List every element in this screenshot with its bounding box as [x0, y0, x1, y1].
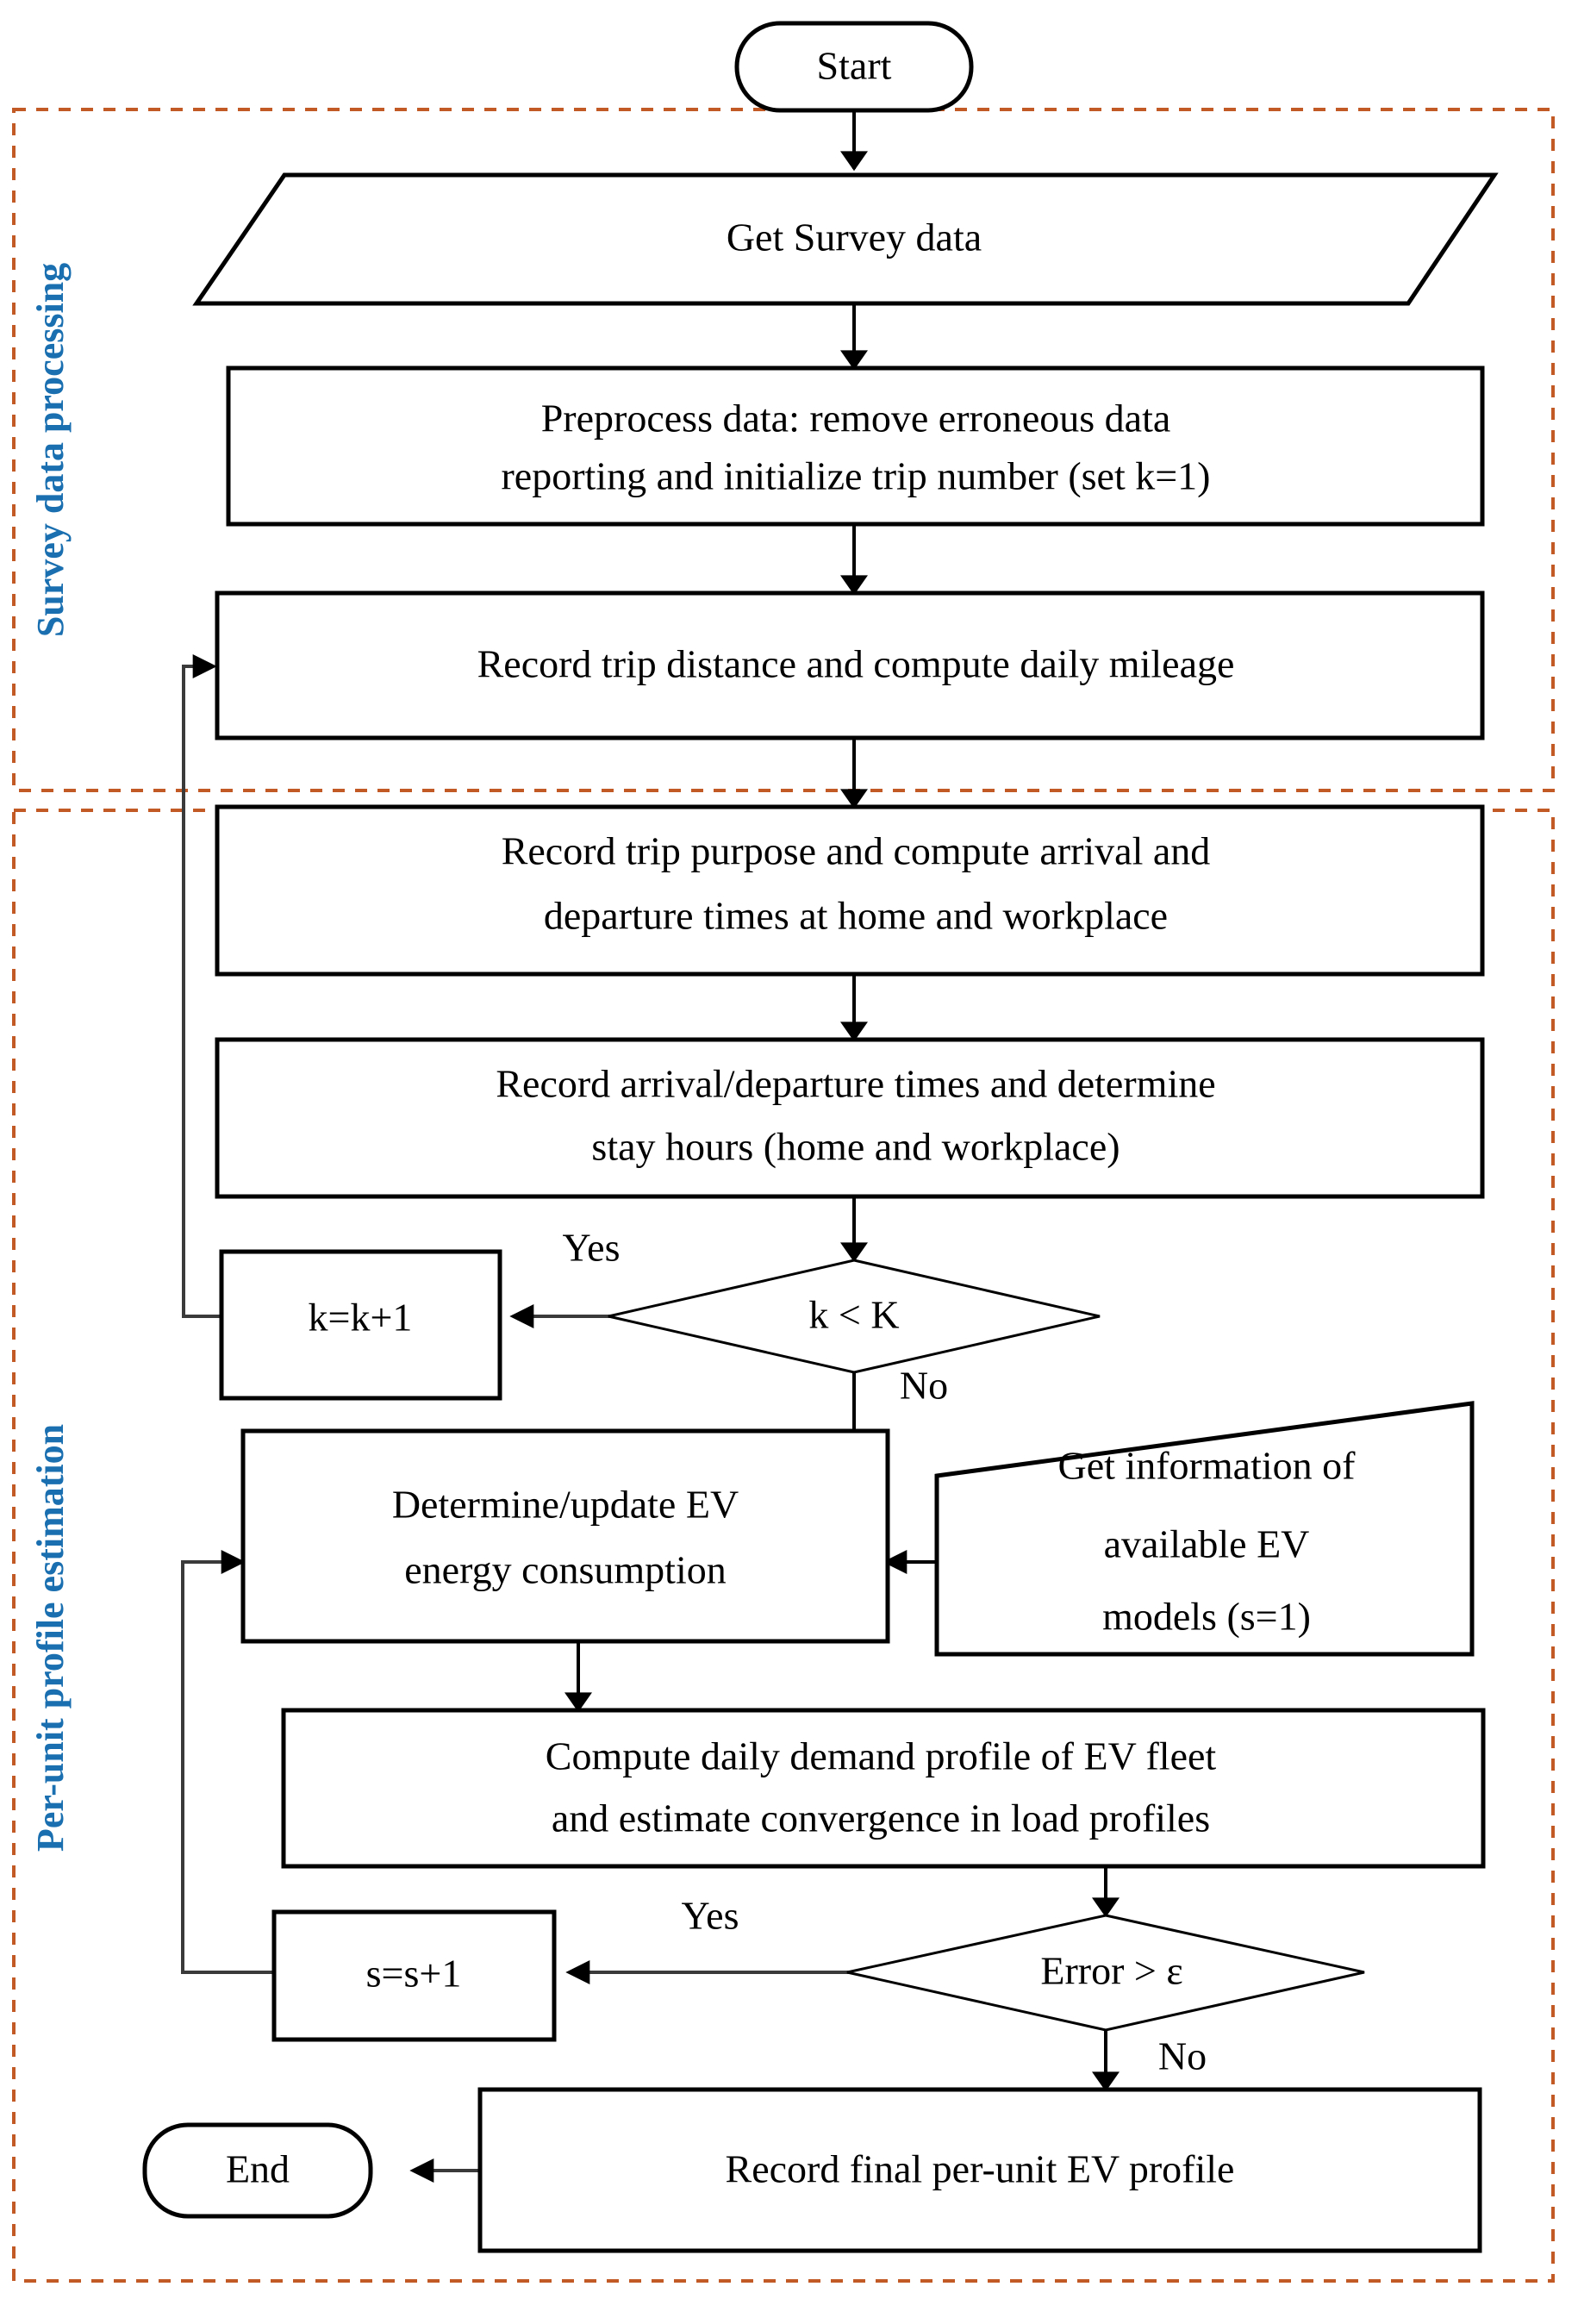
compute-demand-line2: and estimate convergence in load profile…	[552, 1796, 1210, 1840]
record-arrival-line2: stay hours (home and workplace)	[591, 1125, 1120, 1169]
node-k-increment[interactable]: k=k+1	[219, 1249, 502, 1401]
decision-error-diamond-shape	[846, 1914, 1365, 2032]
node-preprocess-data[interactable]: Preprocess data: remove erroneous data r…	[226, 365, 1485, 527]
node-determine-update-ev-energy[interactable]: Determine/update EV energy consumption	[240, 1428, 890, 1644]
s-increment-label: s=s+1	[366, 1952, 462, 1996]
node-record-trip-purpose[interactable]: Record trip purpose and compute arrival …	[215, 804, 1485, 977]
node-get-ev-models[interactable]: Get information of available EV models (…	[934, 1401, 1475, 1657]
record-distance-line1: Record trip distance and compute daily m…	[477, 642, 1235, 686]
node-start[interactable]: Start	[734, 21, 974, 113]
edge-label-error-no: No	[1158, 2034, 1207, 2078]
preprocess-line2: reporting and initialize trip number (se…	[501, 454, 1210, 498]
node-decision-k-less-than-K[interactable]: k < K	[608, 1259, 1101, 1374]
record-final-label: Record final per-unit EV profile	[726, 2147, 1235, 2191]
edge-label-k-no: No	[900, 1364, 948, 1408]
connector-s-increment-loop-back	[181, 1550, 274, 1974]
node-record-arrival-departure[interactable]: Record arrival/departure times and deter…	[215, 1037, 1485, 1199]
edge-label-k-yes: Yes	[563, 1226, 621, 1270]
preprocess-box-shape	[226, 365, 1485, 527]
compute-demand-box-shape	[281, 1708, 1486, 1869]
connector-k-increment-loop-back	[182, 654, 221, 1318]
preprocess-line1: Preprocess data: remove erroneous data	[541, 397, 1171, 440]
determine-energy-line1: Determine/update EV	[392, 1483, 739, 1527]
start-terminator-shape	[734, 21, 974, 113]
decision-k-label: k < K	[808, 1293, 899, 1337]
node-get-survey-data[interactable]: Get Survey data	[192, 172, 1499, 306]
group-label-survey-text: Survey data processing	[29, 263, 72, 637]
record-arrival-box-shape	[215, 1037, 1485, 1199]
end-label: End	[226, 2147, 290, 2191]
record-final-box-shape	[477, 2087, 1482, 2253]
end-terminator-shape	[142, 2122, 373, 2219]
node-record-final-profile[interactable]: Record final per-unit EV profile	[477, 2087, 1482, 2253]
get-models-line2: available EV	[1104, 1522, 1310, 1566]
edge-label-error-yes: Yes	[682, 1894, 739, 1938]
node-compute-daily-demand[interactable]: Compute daily demand profile of EV fleet…	[281, 1708, 1486, 1869]
determine-energy-box-shape	[240, 1428, 890, 1644]
start-label: Start	[817, 44, 892, 88]
group-label-survey-data-processing: Survey data processing	[29, 263, 72, 637]
s-increment-box-shape	[271, 1909, 557, 2042]
compute-demand-line1: Compute daily demand profile of EV fleet	[546, 1734, 1217, 1778]
record-purpose-line2: departure times at home and workplace	[544, 894, 1168, 938]
node-record-trip-distance[interactable]: Record trip distance and compute daily m…	[215, 590, 1485, 740]
record-arrival-line1: Record arrival/departure times and deter…	[496, 1062, 1215, 1106]
get-models-line1: Get information of	[1058, 1444, 1357, 1488]
k-increment-box-shape	[219, 1249, 502, 1401]
decision-error-label: Error > ε	[1040, 1949, 1182, 1993]
group-label-per-unit-profile-estimation: Per-unit profile estimation	[29, 1424, 72, 1852]
decision-k-diamond-shape	[608, 1259, 1101, 1374]
k-increment-label: k=k+1	[309, 1296, 413, 1340]
get-survey-label: Get Survey data	[727, 216, 982, 259]
determine-energy-line2: energy consumption	[404, 1548, 726, 1592]
record-purpose-box-shape	[215, 804, 1485, 977]
node-s-increment[interactable]: s=s+1	[271, 1909, 557, 2042]
group-label-perunit-text: Per-unit profile estimation	[29, 1424, 72, 1852]
get-models-line3: models (s=1)	[1102, 1595, 1311, 1639]
node-end[interactable]: End	[142, 2122, 373, 2219]
get-models-trapezoid-shape	[934, 1401, 1475, 1657]
get-survey-parallelogram-shape	[192, 172, 1499, 306]
record-purpose-line1: Record trip purpose and compute arrival …	[502, 829, 1211, 873]
record-distance-box-shape	[215, 590, 1485, 740]
node-decision-error-threshold[interactable]: Error > ε	[846, 1914, 1365, 2032]
